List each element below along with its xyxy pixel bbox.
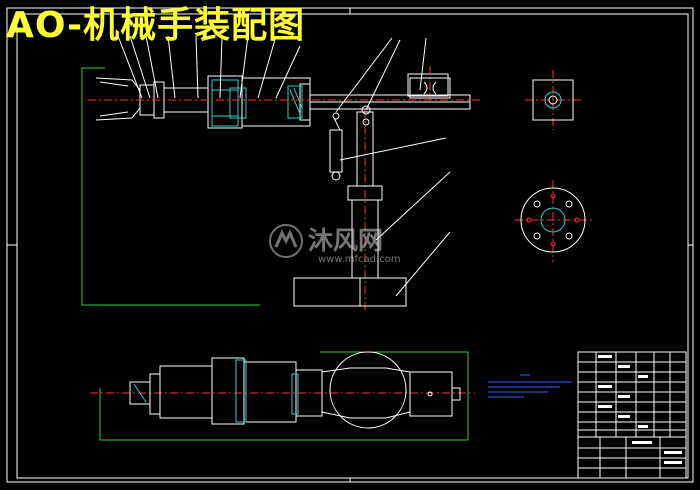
mfcad-logo-icon: [269, 224, 303, 258]
section-hatching: [211, 79, 303, 127]
drawing-title: AO-机械手装配图: [6, 5, 306, 46]
plan-view-hatching: [133, 359, 299, 423]
detail-view-flange: [520, 187, 586, 253]
dimension-outline-top: [81, 67, 260, 306]
leader-lines: [117, 35, 451, 297]
plan-view-outline: [99, 351, 469, 441]
column-and-base: [293, 77, 451, 307]
plan-view: [129, 351, 461, 429]
watermark: 沐风网: [268, 223, 383, 259]
title-block: [577, 351, 687, 479]
drawing-frame: [6, 7, 694, 483]
detail-view-small: [532, 79, 574, 121]
watermark-url: www.mfcad.com: [318, 254, 401, 265]
title-block-cells: [598, 355, 682, 464]
gripper-assembly: [95, 73, 471, 129]
watermark-brand: 沐风网: [308, 226, 384, 255]
technical-notes: [488, 374, 572, 398]
